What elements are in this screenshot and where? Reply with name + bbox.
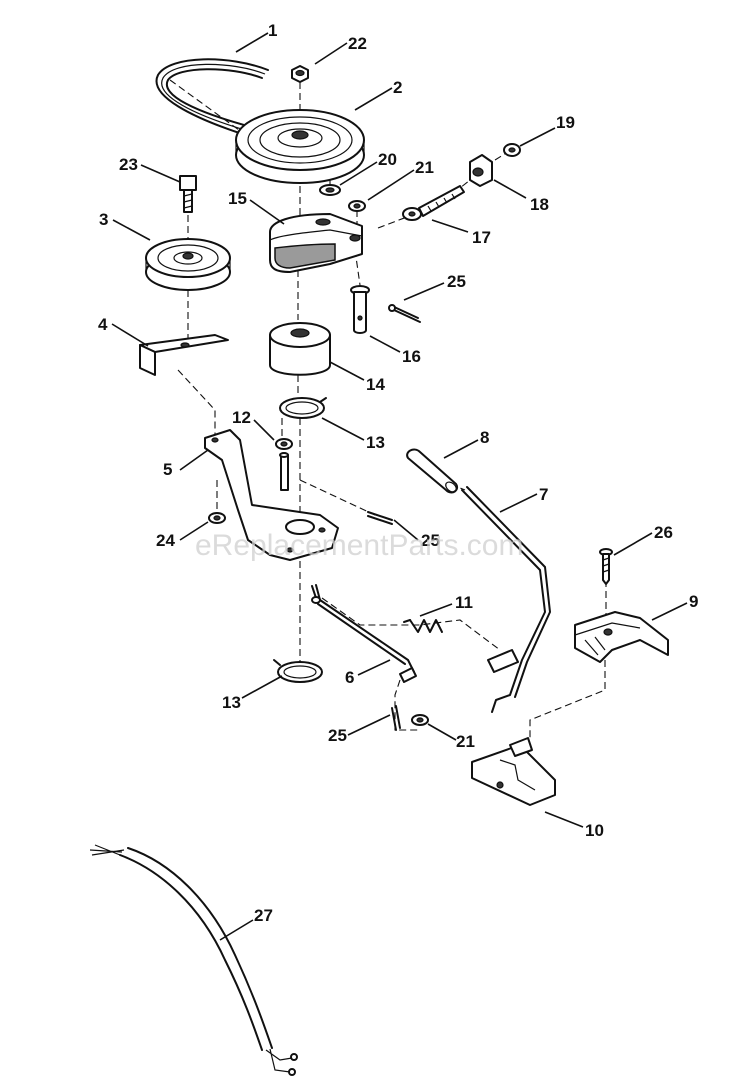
callout-13b: 13 (222, 693, 241, 712)
washer-21-lower (411, 714, 429, 726)
callout-20: 20 (378, 150, 397, 169)
lever-bracket-10 (471, 737, 556, 806)
callout-25c: 25 (328, 726, 347, 745)
large-pulley (235, 109, 365, 184)
idler-arm (204, 429, 339, 561)
snap-ring-13-lower (273, 659, 323, 683)
callout-1: 1 (268, 21, 277, 40)
idler-bracket (269, 213, 363, 273)
washer-20 (319, 184, 341, 196)
callout-17: 17 (472, 228, 491, 247)
callout-23: 23 (119, 155, 138, 174)
callout-16: 16 (402, 347, 421, 366)
nut-12 (275, 438, 293, 450)
idler-mount-bracket (139, 334, 229, 376)
screw-26 (599, 548, 613, 585)
callout-21a: 21 (415, 158, 434, 177)
callout-21b: 21 (456, 732, 475, 751)
callout-10: 10 (585, 821, 604, 840)
callout-7: 7 (539, 485, 548, 504)
nut-19 (503, 143, 521, 157)
cotter-pin-25-lower (391, 705, 401, 731)
callout-24: 24 (156, 531, 175, 550)
eye-bolt-17 (402, 185, 465, 221)
callout-numbers: 1 22 2 19 20 23 21 15 18 3 17 25 4 16 14… (98, 21, 698, 925)
callout-11: 11 (455, 593, 473, 612)
spacer-14 (269, 322, 331, 376)
callout-22: 22 (348, 34, 367, 53)
bracket-nut-18 (469, 154, 493, 187)
cotter-pin-25-upper (388, 304, 421, 323)
callout-6: 6 (345, 668, 354, 687)
watermark: eReplacementParts.com (195, 529, 523, 562)
callout-25b: 25 (421, 531, 440, 550)
callout-15: 15 (228, 189, 247, 208)
spring-11 (403, 619, 443, 633)
callout-2: 2 (393, 78, 402, 97)
callout-26: 26 (654, 523, 673, 542)
callout-14: 14 (366, 375, 385, 394)
control-lever (461, 486, 551, 713)
nut-24 (208, 512, 226, 524)
nut-22 (291, 65, 309, 83)
lever-bracket-9 (574, 611, 669, 663)
callout-19: 19 (556, 113, 575, 132)
callout-13a: 13 (366, 433, 385, 452)
control-rod (311, 584, 417, 683)
cotter-pin-25-middle (367, 511, 393, 525)
callout-leaders (111, 32, 688, 941)
v-belt (155, 58, 269, 139)
snap-ring-13-upper (279, 397, 327, 419)
wire-harness (89, 844, 298, 1076)
callout-4: 4 (98, 315, 108, 334)
callout-9: 9 (689, 592, 698, 611)
callout-27: 27 (254, 906, 273, 925)
callout-25a: 25 (447, 272, 466, 291)
callout-12: 12 (232, 408, 251, 427)
callout-8: 8 (480, 428, 489, 447)
callout-5: 5 (163, 460, 172, 479)
handle-grip (406, 448, 458, 494)
callout-3: 3 (99, 210, 108, 229)
nut-21-upper (348, 200, 366, 212)
idler-pulley (145, 238, 231, 291)
callout-18: 18 (530, 195, 549, 214)
bolt-23 (179, 175, 197, 213)
clevis-pin-16 (350, 285, 370, 334)
